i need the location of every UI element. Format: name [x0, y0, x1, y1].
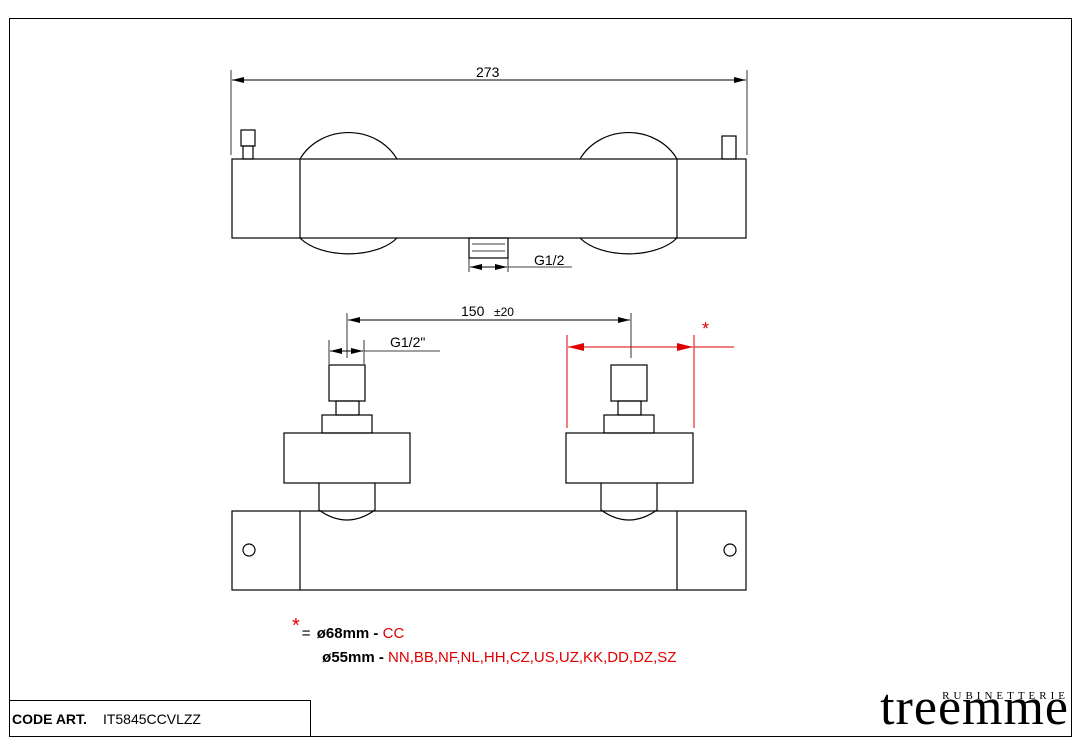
- left-cap: [240, 129, 256, 147]
- outlet-thread-label: G1/2: [534, 252, 565, 268]
- legend-marker: *: [292, 615, 300, 637]
- inlet-spacing-label: 150: [461, 303, 485, 319]
- right-screw-hole: [723, 543, 737, 557]
- inlet-tolerance-label: ±20: [494, 305, 514, 319]
- front-view: [231, 313, 747, 591]
- overall-width-label: 273: [476, 64, 500, 80]
- top-view: [230, 70, 748, 272]
- right-wall-disc: [579, 131, 678, 255]
- diameter-legend: *= ø68mm - CC ø55mm - NN,BB,NF,NL,HH,CZ,…: [292, 615, 676, 670]
- code-art-label: CODE ART.: [12, 711, 87, 727]
- code-art-box: CODE ART. IT5845CCVLZZ: [9, 700, 311, 737]
- legend-codes-68: CC: [382, 625, 405, 642]
- brand-name: treemme: [880, 679, 1069, 736]
- right-inlet-nut: [610, 364, 648, 402]
- code-art-value: IT5845CCVLZZ: [102, 711, 201, 727]
- legend-diameter-68: ø68mm: [316, 625, 370, 642]
- legend-separator: -: [374, 649, 389, 666]
- legend-codes-55: NN,BB,NF,NL,HH,CZ,US,UZ,KK,DD,DZ,SZ: [388, 649, 677, 666]
- right-cap: [721, 135, 737, 160]
- legend-row-55: ø55mm - NN,BB,NF,NL,HH,CZ,US,UZ,KK,DD,DZ…: [292, 646, 676, 670]
- outlet-nipple: [468, 237, 509, 259]
- front-body: [231, 510, 747, 591]
- top-body: [231, 158, 747, 239]
- legend-equals: =: [301, 625, 311, 642]
- legend-diameter-55: ø55mm: [322, 649, 375, 666]
- right-escutcheon: [565, 432, 694, 484]
- drawing-frame: [9, 18, 1072, 737]
- left-inlet-nut: [328, 364, 366, 402]
- escutcheon-width-dimension: [566, 335, 734, 428]
- escutcheon-marker: *: [702, 319, 709, 339]
- left-escutcheon: [283, 432, 411, 484]
- brand-subtitle: RUBINETTERIE: [942, 690, 1069, 702]
- left-screw-hole: [242, 543, 256, 557]
- legend-separator: -: [369, 625, 383, 642]
- inlet-thread-label: G1/2": [390, 334, 425, 350]
- legend-row-68: *= ø68mm - CC: [292, 615, 676, 646]
- left-wall-disc: [299, 131, 398, 255]
- brand-logo: RUBINETTERIE treemme: [880, 682, 1069, 734]
